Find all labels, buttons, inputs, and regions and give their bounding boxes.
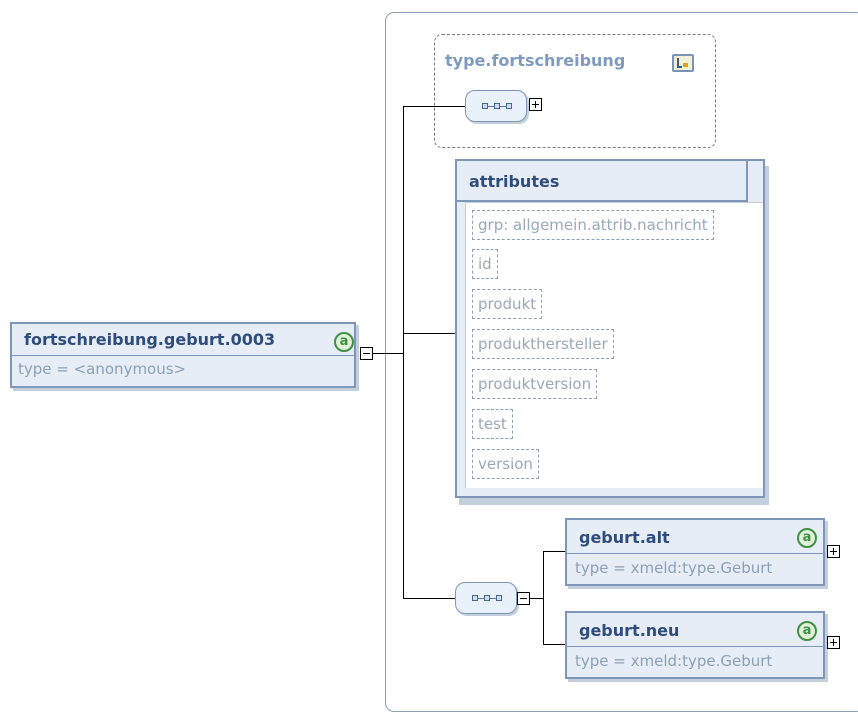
- connector-children-trunk: [543, 551, 544, 644]
- attribute-item[interactable]: produkt: [472, 289, 543, 319]
- child-element-type: type = xmeld:type.Geburt: [575, 652, 773, 670]
- attributes-panel: attributes grp: allgemein.attrib.nachric…: [455, 159, 765, 498]
- attribute-item[interactable]: id: [472, 249, 498, 279]
- collapse-icon[interactable]: [517, 592, 530, 605]
- group-box[interactable]: type.fortschreibung: [434, 34, 716, 148]
- attribute-item[interactable]: test: [472, 409, 513, 439]
- child-element-name: geburt.alt: [579, 528, 670, 547]
- attribute-item[interactable]: version: [472, 449, 539, 479]
- connector-to-geburt-alt: [543, 551, 565, 552]
- attribute-icon: a: [797, 528, 817, 548]
- root-element-type: type = <anonymous>: [18, 360, 187, 378]
- attribute-item[interactable]: grp: allgemein.attrib.nachricht: [472, 210, 714, 240]
- child-element-geburt-alt[interactable]: geburt.alt a type = xmeld:type.Geburt: [565, 518, 825, 586]
- attributes-title: attributes: [469, 172, 560, 191]
- connector-to-sequence: [403, 598, 455, 599]
- sequence-icon[interactable]: [455, 582, 517, 614]
- child-element-type: type = xmeld:type.Geburt: [575, 559, 773, 577]
- connector-root-out: [372, 353, 404, 354]
- connector-seq-out: [528, 598, 544, 599]
- child-separator: [567, 646, 823, 647]
- expand-icon[interactable]: [827, 636, 840, 649]
- attribute-item[interactable]: produkthersteller: [472, 329, 614, 359]
- child-element-name: geburt.neu: [579, 621, 680, 640]
- child-separator: [567, 553, 823, 554]
- connector-trunk: [403, 106, 404, 598]
- expand-icon[interactable]: [529, 98, 542, 111]
- sequence-icon[interactable]: [465, 90, 527, 122]
- attribute-icon: a: [334, 332, 354, 352]
- expand-icon[interactable]: [827, 545, 840, 558]
- root-separator: [12, 355, 354, 356]
- connector-to-geburt-neu: [543, 644, 565, 645]
- complex-type-icon: [672, 54, 694, 72]
- root-element-name: fortschreibung.geburt.0003: [24, 330, 276, 349]
- attribute-item[interactable]: produktversion: [472, 369, 598, 399]
- collapse-icon[interactable]: [360, 347, 373, 360]
- child-element-geburt-neu[interactable]: geburt.neu a type = xmeld:type.Geburt: [565, 611, 825, 679]
- root-element-box[interactable]: fortschreibung.geburt.0003 a type = <ano…: [10, 322, 356, 388]
- group-name: type.fortschreibung: [445, 51, 626, 70]
- attributes-list: grp: allgemein.attrib.nachricht id produ…: [465, 202, 763, 488]
- attribute-icon: a: [797, 621, 817, 641]
- connector-to-attributes: [403, 333, 457, 334]
- attributes-tab[interactable]: attributes: [455, 159, 748, 202]
